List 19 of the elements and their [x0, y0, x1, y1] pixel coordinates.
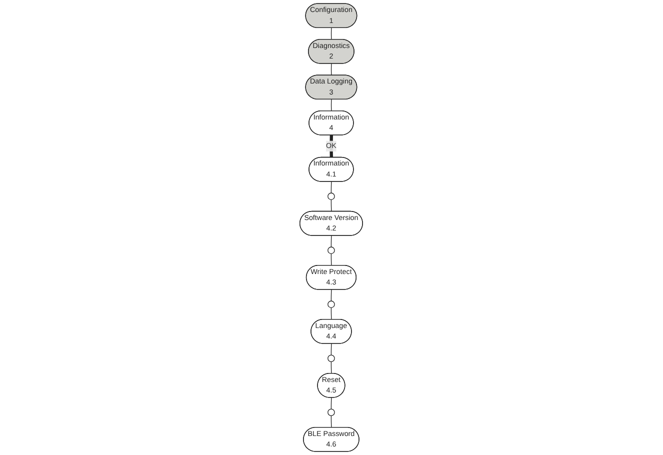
- connector: [331, 415, 332, 428]
- connector: [330, 135, 334, 158]
- connector: [331, 289, 332, 302]
- node-circle: [328, 408, 336, 416]
- connector: [331, 99, 332, 112]
- connector: [331, 235, 332, 248]
- connector: [331, 28, 332, 40]
- connector: [331, 253, 332, 266]
- node-circle: [328, 354, 336, 362]
- connector: [331, 397, 332, 410]
- connector: [331, 343, 332, 356]
- node-circle: [328, 300, 336, 308]
- connector: [331, 199, 332, 212]
- node-circle: [328, 246, 336, 254]
- connector: [331, 307, 332, 320]
- connector: [331, 63, 332, 76]
- connector: [331, 361, 332, 374]
- node-circle: [328, 192, 336, 200]
- connector: [331, 181, 332, 194]
